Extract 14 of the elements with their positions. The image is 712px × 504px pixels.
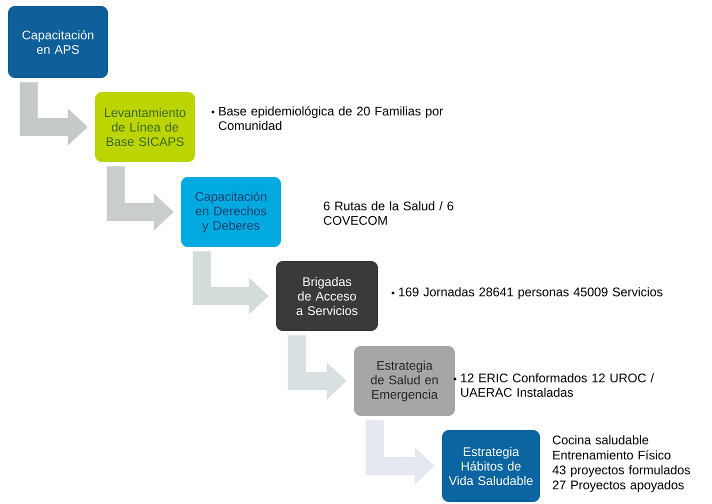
result-text: 43 proyectos formulados: [552, 465, 690, 477]
step-box: Estrategia de Salud en Emergencia: [354, 346, 455, 416]
step-box: Brigadas de Acceso a Servicios: [276, 261, 378, 331]
result-text: 169 Jornadas 28641 personas 45009 Servicios: [399, 287, 662, 299]
step-box: Estrategia Hábitos de Vida Saludable: [442, 430, 540, 502]
result-text: 27 Proyectos apoyados: [552, 480, 684, 492]
result-text: 6 Rutas de la Salud / 6 COVECOM: [324, 201, 454, 225]
step-box: Capacitación en APS: [8, 6, 108, 78]
step-box: Levantamiento de Línea de Base SICAPS: [95, 92, 195, 162]
result-text: Base epidemiológica de 20 Familias por Comunidad: [218, 106, 444, 130]
result-text: 12 ERIC Conformados 12 UROC / UAERAC Instaladas: [461, 373, 654, 397]
result-text: Entrenamiento Físico: [553, 450, 670, 460]
step-box: Capacitación en Derechos y Deberes: [181, 177, 281, 247]
result-text: Cocina saludable: [552, 435, 648, 444]
